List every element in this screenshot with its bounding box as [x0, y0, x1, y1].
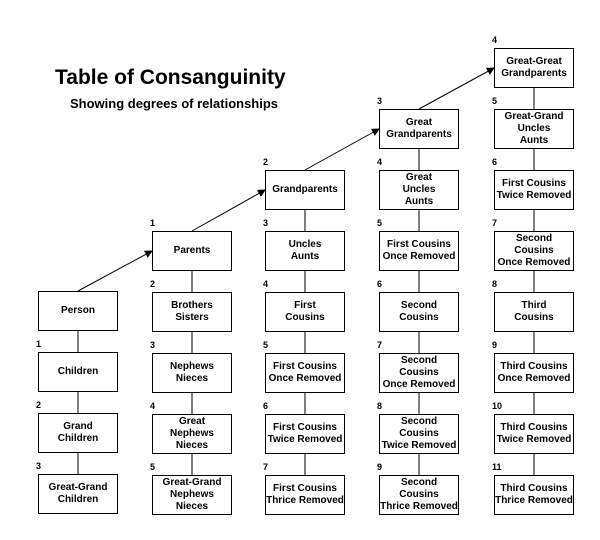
degree-number: 6: [377, 279, 383, 289]
relationship-box: First Cousins Once Removed: [265, 353, 345, 393]
relationship-box: Great Grandparents: [379, 109, 459, 149]
relationship-box: Third Cousins: [494, 292, 574, 332]
degree-number: 7: [263, 462, 269, 472]
degree-number: 8: [377, 401, 383, 411]
ancestor-arrow: [418, 67, 495, 110]
degree-number: 2: [36, 400, 42, 410]
degree-number: 7: [377, 340, 383, 350]
degree-number: 9: [377, 462, 383, 472]
relationship-box: Second Cousins Once Removed: [379, 353, 459, 393]
relationship-box: First Cousins Thrice Removed: [265, 475, 345, 515]
degree-number: 4: [263, 279, 269, 289]
relationship-box: First Cousins: [265, 292, 345, 332]
relationship-box: First Cousins Twice Removed: [265, 414, 345, 454]
relationship-box: Third Cousins Thrice Removed: [494, 475, 574, 515]
degree-number: 9: [492, 340, 498, 350]
relationship-box: Nephews Nieces: [152, 353, 232, 393]
relationship-box: First Cousins Once Removed: [379, 231, 459, 271]
relationship-box: Second Cousins Twice Removed: [379, 414, 459, 454]
degree-number: 4: [150, 401, 156, 411]
relationship-box: Great-Grand Children: [38, 474, 118, 514]
relationship-box: Great Uncles Aunts: [379, 170, 459, 210]
relationship-box: Great-Great Grandparents: [494, 48, 574, 88]
degree-number: 3: [36, 461, 42, 471]
degree-number: 7: [492, 218, 498, 228]
degree-number: 10: [492, 401, 503, 411]
diagram-subtitle: Showing degrees of relationships: [70, 96, 279, 111]
relationship-box: Second Cousins Thrice Removed: [379, 475, 459, 515]
degree-number: 11: [492, 462, 502, 472]
relationship-box: Great-Grand Uncles Aunts: [494, 109, 574, 149]
degree-number: 2: [263, 157, 269, 167]
degree-number: 5: [150, 462, 156, 472]
ancestor-arrow: [191, 189, 266, 232]
degree-number: 3: [263, 218, 269, 228]
relationship-box: First Cousins Twice Removed: [494, 170, 574, 210]
degree-number: 6: [263, 401, 269, 411]
relationship-box: Brothers Sisters: [152, 292, 232, 332]
degree-number: 2: [150, 279, 156, 289]
relationship-box: Third Cousins Once Removed: [494, 353, 574, 393]
degree-number: 8: [492, 279, 498, 289]
relationship-box: Second Cousins: [379, 292, 459, 332]
ancestor-arrow: [77, 250, 153, 292]
relationship-box: Children: [38, 352, 118, 392]
degree-number: 4: [492, 35, 498, 45]
ancestor-arrow: [304, 128, 380, 171]
relationship-box: Great-Grand Nephews Nieces: [152, 475, 232, 515]
relationship-box: Grandparents: [265, 170, 345, 210]
diagram-title: Table of Consanguinity: [55, 66, 286, 89]
relationship-box: Second Cousins Once Removed: [494, 231, 574, 271]
degree-number: 1: [150, 218, 156, 228]
degree-number: 1: [36, 339, 42, 349]
relationship-box: Uncles Aunts: [265, 231, 345, 271]
relationship-box: Great Nephews Nieces: [152, 414, 232, 454]
degree-number: 3: [377, 96, 383, 106]
relationship-box: Grand Children: [38, 413, 118, 453]
relationship-box: Person: [38, 291, 118, 331]
degree-number: 5: [377, 218, 383, 228]
degree-number: 4: [377, 157, 383, 167]
degree-number: 5: [492, 96, 498, 106]
relationship-box: Third Cousins Twice Removed: [494, 414, 574, 454]
degree-number: 6: [492, 157, 498, 167]
degree-number: 5: [263, 340, 269, 350]
relationship-box: Parents: [152, 231, 232, 271]
degree-number: 3: [150, 340, 156, 350]
